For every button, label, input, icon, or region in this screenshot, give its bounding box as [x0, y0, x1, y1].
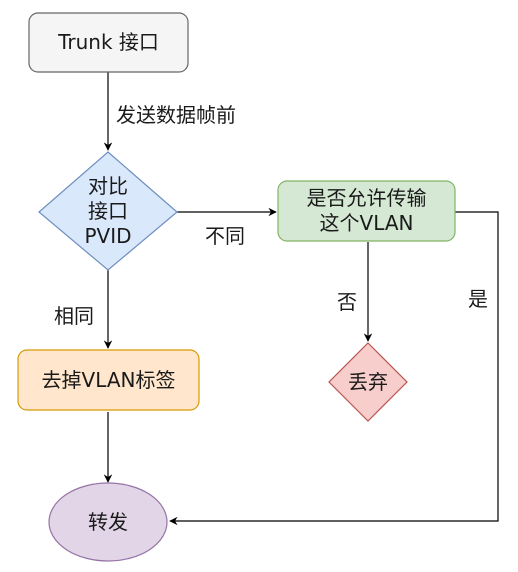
- edge-label-yes: 是: [468, 287, 488, 311]
- edge-label-different: 不同: [205, 224, 245, 248]
- vlan-allowed-box: [277, 180, 456, 242]
- trunk-port-box: [28, 12, 189, 73]
- edge-label-same: 相同: [54, 304, 94, 328]
- discard-diamond: [328, 342, 408, 422]
- edge-label-before-send: 发送数据帧前: [116, 103, 236, 127]
- forward-ellipse: [48, 482, 168, 562]
- compare-pvid-diamond: [38, 151, 178, 271]
- edge-label-no: 否: [337, 290, 357, 314]
- edge-allowed-to-forward: [169, 211, 499, 526]
- strip-tag-box: [17, 349, 200, 411]
